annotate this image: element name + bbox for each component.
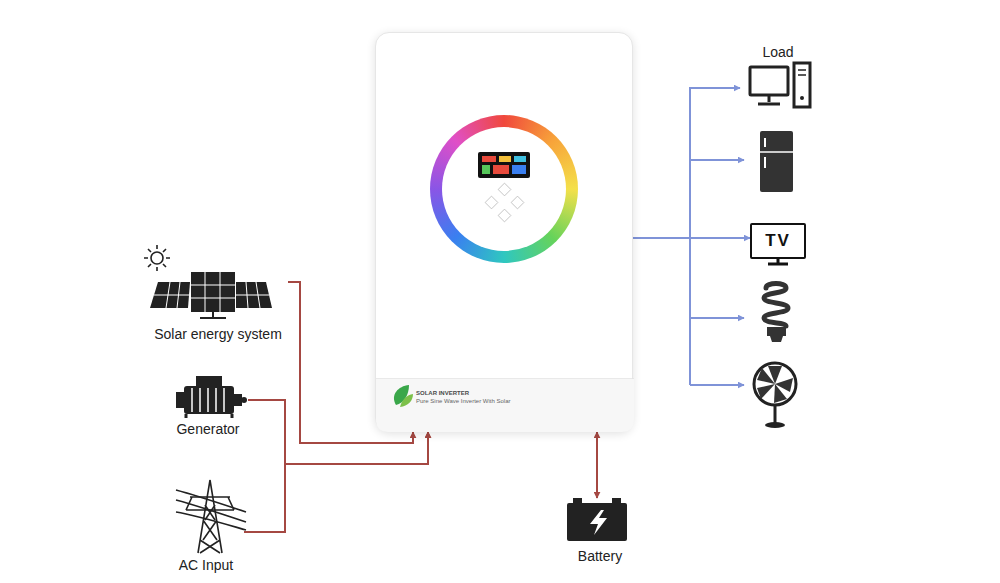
power-connector: [596, 432, 598, 498]
node-label: AC Input: [179, 557, 233, 573]
generator-source: Generator: [168, 372, 248, 437]
solar-panel-icon: [150, 272, 272, 318]
branch-arrow: [690, 317, 744, 319]
node-label: Solar energy system: [154, 326, 282, 342]
load-device: Load: [740, 44, 816, 110]
fridge-icon: [760, 131, 793, 192]
power-connector: [633, 237, 750, 239]
node-label: Battery: [578, 548, 622, 564]
computer-icon: [750, 63, 810, 107]
brand-text: SOLAR INVERTER: [416, 390, 469, 397]
branch-arrow: [690, 159, 744, 161]
load-branches: [690, 160, 744, 385]
node-label: Load: [762, 44, 793, 60]
inverter-unit: SOLAR INVERTERPure Sine Wave Inverter Wi…: [375, 32, 633, 432]
generator-icon: [176, 376, 247, 418]
battery-icon: [567, 498, 627, 541]
fan-icon: [754, 363, 796, 428]
solar-source: Solar energy system: [148, 243, 288, 342]
node-label: Generator: [176, 421, 239, 437]
battery-store: Battery: [560, 498, 640, 564]
ac-input-source: AC Input: [168, 478, 244, 573]
power-connector: [244, 432, 428, 532]
power-tower-icon: [176, 480, 246, 553]
node-label: TV: [765, 233, 791, 249]
bulb-icon: [764, 284, 788, 343]
inverter-face: [376, 33, 634, 433]
sun-icon: [144, 245, 170, 271]
power-connector: [633, 88, 740, 238]
brand-text: Pure Sine Wave Inverter With Solar: [416, 398, 510, 405]
branch-arrow: [690, 384, 744, 386]
bus-line: [689, 238, 691, 385]
tv-device: TV: [750, 223, 806, 259]
